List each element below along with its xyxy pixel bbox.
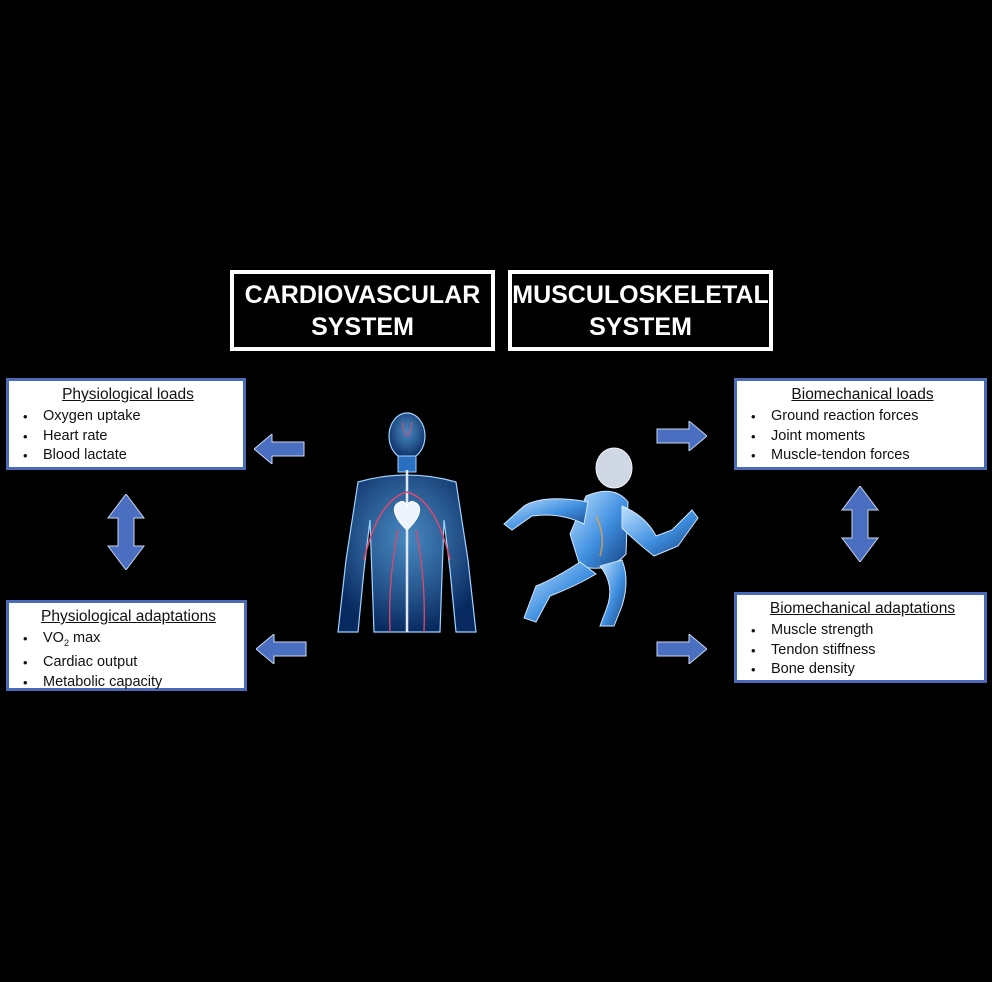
list-item: Metabolic capacity — [23, 673, 234, 693]
physiological-loads-box: Physiological loads Oxygen uptake Heart … — [6, 378, 246, 470]
musculoskeletal-line-1: MUSCULOSKELETAL — [512, 280, 769, 309]
physiological-loads-list: Oxygen uptake Heart rate Blood lactate — [23, 407, 233, 466]
cardiovascular-line-2: SYSTEM — [311, 312, 414, 341]
arrow-right-icon — [656, 421, 707, 451]
list-item: Ground reaction forces — [751, 407, 974, 427]
vo2-prefix: VO — [43, 630, 64, 646]
list-item: Oxygen uptake — [23, 407, 233, 427]
musculoskeletal-runner-icon — [503, 447, 699, 627]
list-item: VO2 max — [23, 629, 234, 653]
physiological-adaptations-list: VO2 max Cardiac output Metabolic capacit… — [23, 629, 234, 692]
list-item: Bone density — [751, 660, 974, 680]
cardiovascular-line-1: CARDIOVASCULAR — [244, 280, 481, 309]
biomechanical-adaptations-list: Muscle strength Tendon stiffness Bone de… — [751, 621, 974, 680]
biomechanical-adaptations-box: Biomechanical adaptations Muscle strengt… — [734, 592, 987, 683]
physiological-loads-title: Physiological loads — [62, 386, 194, 403]
cardiovascular-body-icon — [337, 412, 477, 633]
biomechanical-adaptations-title: Biomechanical adaptations — [769, 600, 956, 617]
physiological-adaptations-title: Physiological adaptations — [41, 608, 216, 625]
list-item: Tendon stiffness — [751, 641, 974, 661]
arrow-left-icon — [254, 434, 305, 464]
vo2-suffix: max — [68, 630, 101, 646]
list-item: Heart rate — [23, 427, 233, 447]
double-arrow-vertical-icon — [107, 494, 145, 570]
physiological-adaptations-box: Physiological adaptations VO2 max Cardia… — [6, 600, 247, 692]
list-item: Muscle strength — [751, 621, 974, 641]
vo2-subscript: 2 — [63, 637, 69, 648]
double-arrow-vertical-icon — [841, 486, 879, 562]
biomechanical-loads-title: Biomechanical loads — [791, 386, 934, 403]
arrow-right-icon — [656, 634, 707, 664]
list-item: Muscle-tendon forces — [751, 446, 974, 466]
musculoskeletal-line-2: SYSTEM — [589, 312, 692, 341]
list-item: Joint moments — [751, 427, 974, 447]
arrow-left-icon — [256, 634, 307, 664]
list-item: Cardiac output — [23, 653, 234, 673]
cardiovascular-system-title: CARDIOVASCULAR SYSTEM — [230, 270, 495, 351]
biomechanical-loads-list: Ground reaction forces Joint moments Mus… — [751, 407, 974, 466]
list-item: Blood lactate — [23, 446, 233, 466]
biomechanical-loads-box: Biomechanical loads Ground reaction forc… — [734, 378, 987, 470]
musculoskeletal-system-title: MUSCULOSKELETAL SYSTEM — [508, 270, 773, 351]
